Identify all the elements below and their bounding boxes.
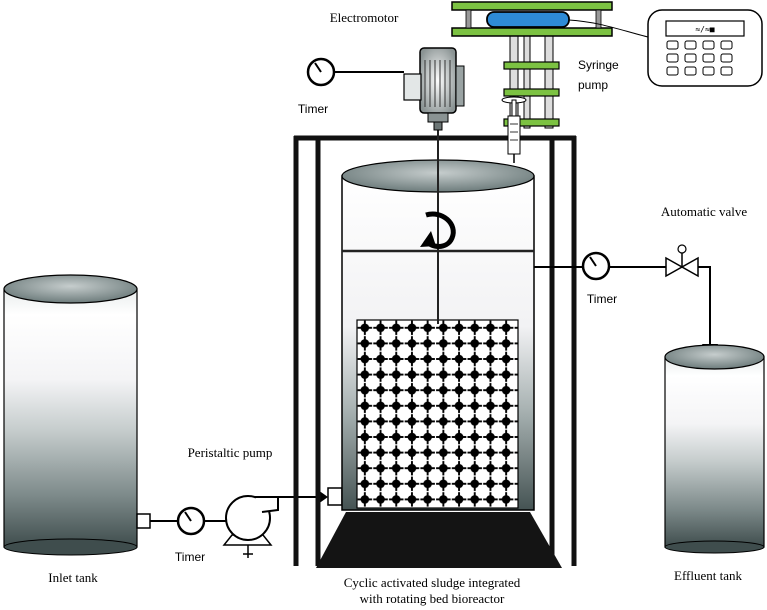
inlet-tank-label: Inlet tank — [48, 570, 98, 585]
timer-valve-icon — [581, 251, 611, 281]
inlet-tank-outlet-port — [136, 513, 151, 529]
rotation-arrow-icon — [420, 211, 456, 249]
reactor-label-line2: with rotating bed bioreactor — [360, 591, 505, 606]
rotating-bed-media — [356, 319, 519, 509]
electromotor-label: Electromotor — [330, 10, 399, 25]
automatic-valve-label: Automatic valve — [661, 204, 748, 219]
timer-valve-label: Timer — [587, 292, 617, 306]
timer-inlet-label: Timer — [175, 550, 205, 564]
timer-inlet-icon — [176, 506, 206, 536]
peristaltic-pump-icon — [222, 495, 279, 558]
automatic-valve-icon — [665, 244, 699, 278]
syringe-pump-rig — [451, 1, 613, 129]
peristaltic-pump-label: Peristaltic pump — [188, 445, 273, 460]
effluent-tank-label: Effluent tank — [674, 568, 742, 583]
syringe-icon — [501, 96, 527, 163]
electromotor-icon — [403, 47, 465, 131]
reactor-inlet-port — [327, 487, 343, 506]
syringe-pump-label-line1: Syringe — [578, 58, 619, 72]
syringe-pump-label-line2: pump — [578, 78, 608, 92]
controller-display-text: ≈/≈■ — [695, 25, 714, 34]
effluent-tank — [664, 344, 765, 554]
timer-motor-icon — [306, 57, 336, 87]
support-frame — [293, 135, 577, 566]
controller-keypad-icon: ≈/≈■ — [647, 9, 763, 87]
reactor-label-line1: Cyclic activated sludge integrated — [344, 575, 521, 590]
inlet-tank — [3, 274, 138, 556]
timer-motor-label: Timer — [298, 102, 328, 116]
reactor-base — [316, 512, 562, 568]
controller-cable — [568, 19, 649, 38]
